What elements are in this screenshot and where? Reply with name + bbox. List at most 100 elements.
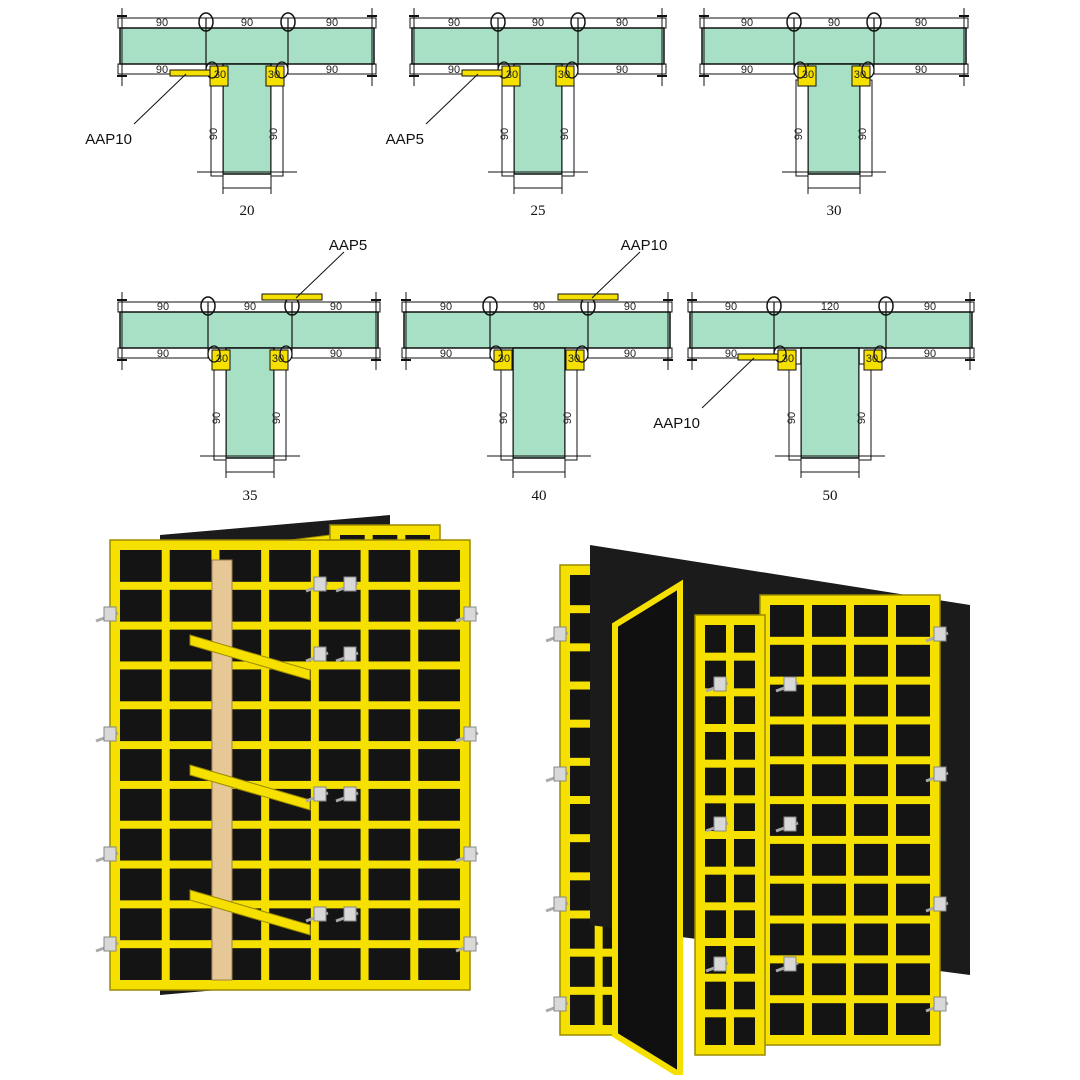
panel-cell (269, 550, 311, 582)
inside-corner-right (555, 65, 575, 87)
panel-cell (120, 629, 162, 662)
panel-cell (854, 1003, 888, 1035)
panel-cell (318, 669, 361, 702)
panel-cell (812, 1003, 846, 1035)
bottom-dimension-label: 90 (326, 64, 338, 76)
wedge-clamp-icon (793, 61, 807, 79)
leg-dimension-label: 90 (856, 412, 868, 424)
front-panel (109, 539, 471, 991)
panel-cell (269, 629, 311, 662)
panel-cell (418, 550, 460, 582)
wedge-clamp-icon (553, 766, 567, 782)
top-dimension-label: 90 (156, 17, 168, 29)
filler-callout-label: AAP10 (85, 131, 132, 148)
concrete-stem (222, 63, 272, 175)
top-dimension-label: 90 (440, 301, 452, 313)
panel-cell (770, 605, 804, 637)
bottom-dimension-label: 90 (440, 348, 452, 360)
wedge-clamp-icon (343, 786, 357, 802)
leg-dimension-label: 90 (857, 128, 869, 140)
panel-cell (418, 629, 460, 662)
panel-cell (812, 644, 846, 677)
callout-leader (701, 357, 755, 409)
tee-web-panel (612, 579, 683, 1075)
panel-cell (734, 803, 755, 831)
panel-cell (734, 981, 755, 1010)
corner-dimension-label: 30 (558, 69, 570, 81)
top-dimension-label: 90 (828, 17, 840, 29)
wedge-clamp-icon (553, 626, 567, 642)
adjustable-waler (189, 764, 311, 811)
wedge-clamp-icon (570, 12, 586, 32)
panel-cell (120, 709, 162, 742)
panel-cell (418, 868, 460, 901)
panel-cell (812, 804, 846, 836)
panel-cell (734, 910, 755, 938)
panel-cell (896, 923, 930, 956)
wedge-clamp-icon (565, 61, 579, 79)
filler-piece (737, 353, 779, 361)
callout-leader (425, 73, 479, 125)
wedge-clamp-icon (873, 345, 887, 363)
wedge-clamp-icon (783, 676, 797, 692)
callout-leader (591, 251, 641, 299)
panel-cell (705, 874, 726, 903)
panel-cell (120, 749, 162, 781)
bottom-dimension-label: 90 (156, 64, 168, 76)
top-dimension-label: 90 (741, 17, 753, 29)
panel-cell (734, 839, 755, 867)
panel-cell (418, 788, 460, 821)
panel-cell (169, 948, 212, 980)
leg-dimension-label: 90 (268, 128, 280, 140)
wedge-clamp-icon (866, 12, 882, 32)
leg-dimension-label: 90 (562, 412, 574, 424)
panel-cell (418, 669, 460, 702)
filler-callout-label: AAP5 (386, 131, 424, 148)
inside-corner-right (863, 349, 883, 371)
inside-corner-right (269, 349, 289, 371)
wedge-clamp-icon (861, 61, 875, 79)
top-dimension-label: 90 (326, 17, 338, 29)
panel-cell (705, 910, 726, 938)
wedge-clamp-icon (463, 846, 477, 862)
wall-thickness-caption: 50 (823, 488, 838, 500)
panel-cell (705, 696, 726, 724)
filler-piece (169, 69, 211, 77)
panel-cell (854, 605, 888, 637)
leg-dimension-label: 90 (786, 412, 798, 424)
wedge-clamp-icon (713, 676, 727, 692)
wedge-clamp-icon (783, 956, 797, 972)
panel-cell (705, 839, 726, 867)
filler-piece (461, 69, 503, 77)
panel-cell (169, 589, 212, 622)
bottom-dimension-label: 90 (915, 64, 927, 76)
top-dimension-label: 120 (821, 301, 839, 313)
panel-cell (705, 625, 726, 653)
panel-cell (368, 788, 411, 821)
top-dimension-label: 90 (330, 301, 342, 313)
wedge-clamp-icon (933, 896, 947, 912)
wedge-clamp-icon (933, 996, 947, 1012)
panel-cell (169, 669, 212, 702)
wedge-clamp-icon (343, 576, 357, 592)
concrete-wall (119, 311, 379, 349)
corner-dimension-label: 30 (268, 69, 280, 81)
panel-cell (169, 788, 212, 821)
top-dimension-label: 90 (725, 301, 737, 313)
formwork-tee-rear (545, 545, 970, 1075)
panel-cell (318, 749, 361, 781)
panel-cell (368, 828, 411, 861)
panel-cell (368, 550, 411, 582)
panel-cell (734, 625, 755, 653)
concrete-wall (411, 27, 665, 65)
callout-leader (295, 251, 345, 299)
panel-cell (770, 923, 804, 956)
leg-dimension-label: 90 (793, 128, 805, 140)
wedge-clamp-icon (313, 576, 327, 592)
leg-dimension-label: 90 (271, 412, 283, 424)
bottom-dimension-label: 90 (924, 348, 936, 360)
